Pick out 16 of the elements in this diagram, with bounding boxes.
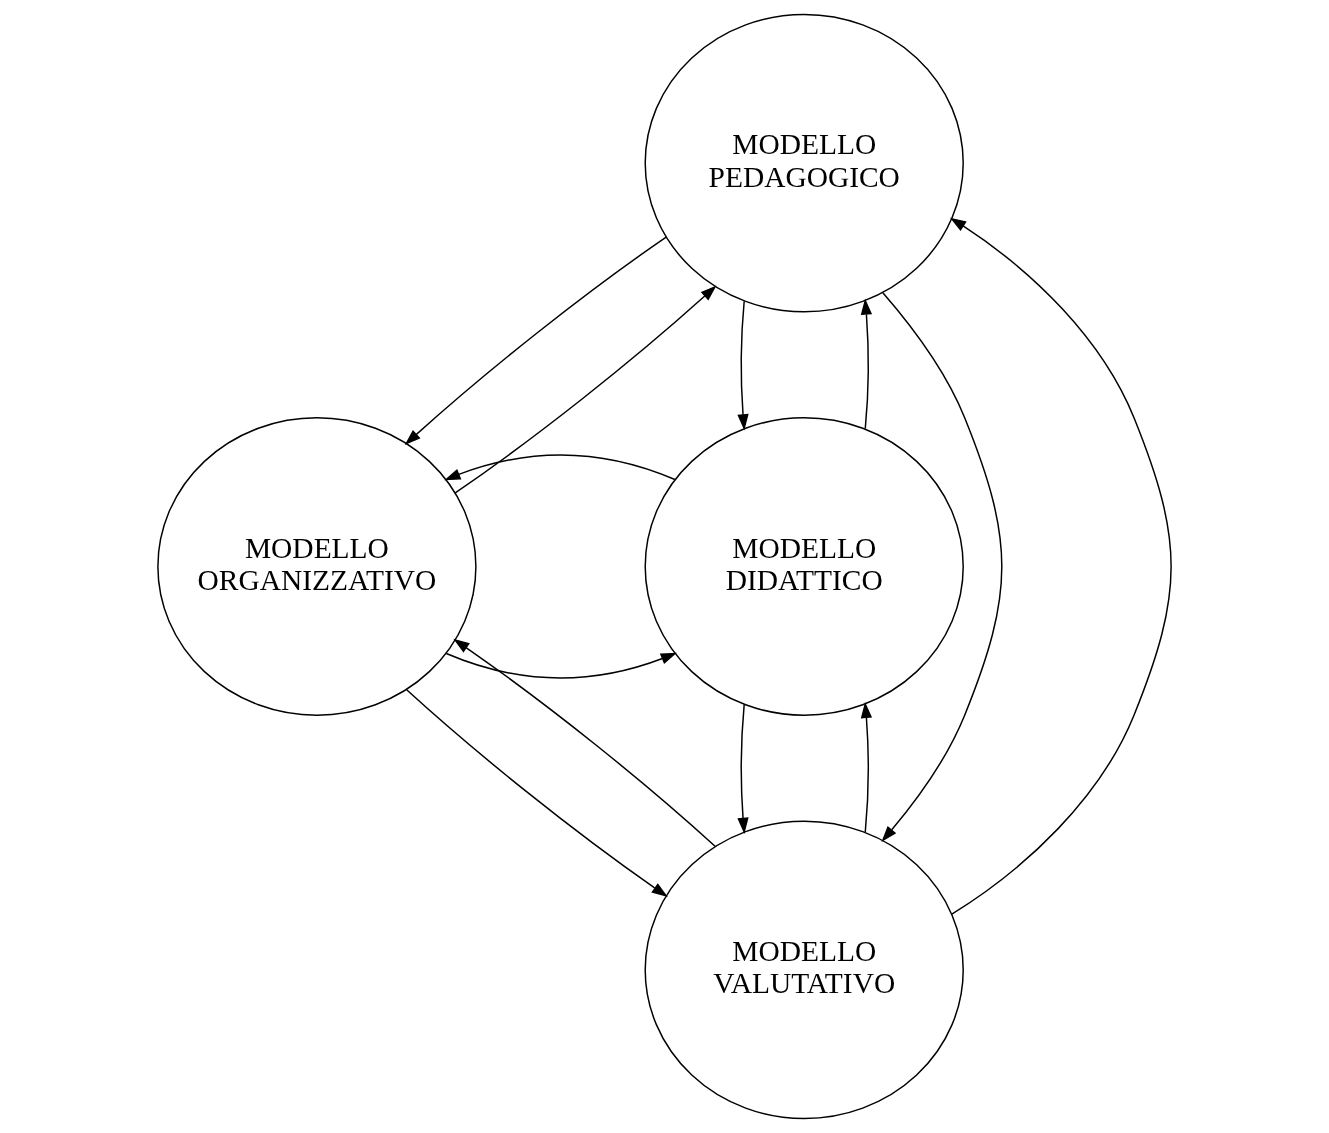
arrow xyxy=(860,701,873,833)
arrow xyxy=(453,638,716,847)
arrow xyxy=(737,703,749,834)
node-circle: MODELLO VALUTATIVO xyxy=(644,820,964,1120)
node-circle: MODELLO DIDATTICO xyxy=(644,417,964,716)
arrow xyxy=(860,298,873,430)
node-circle: MODELLO ORGANIZZATIVO xyxy=(157,417,477,716)
arrow xyxy=(737,300,749,431)
arrow xyxy=(445,652,677,679)
node-circle: MODELLO PEDAGOGICO xyxy=(644,13,964,313)
arrow xyxy=(405,689,668,898)
arrow xyxy=(444,454,676,481)
arrow xyxy=(454,285,717,494)
arrow xyxy=(949,217,1172,915)
arrow xyxy=(881,292,1003,842)
arrow xyxy=(404,236,667,446)
